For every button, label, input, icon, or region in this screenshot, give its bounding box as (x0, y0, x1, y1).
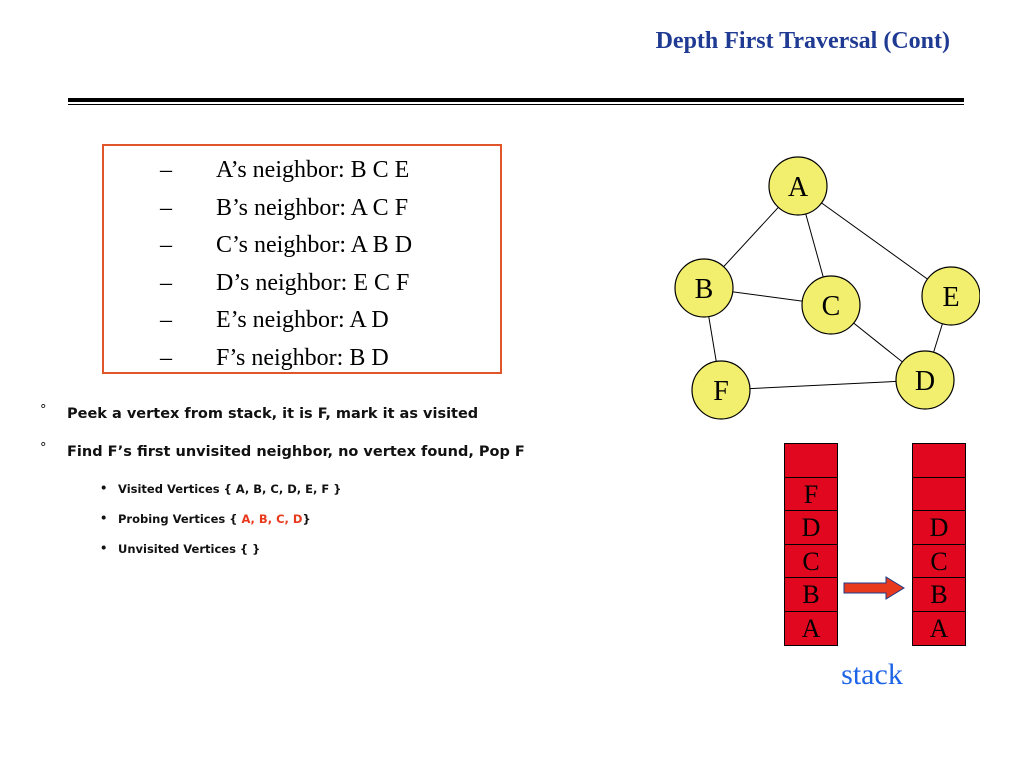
node-label: D (915, 366, 935, 397)
neighbor-text: D’s neighbor: E C F (216, 269, 410, 296)
node-label: A (788, 172, 809, 203)
stack-cell: C (785, 544, 837, 578)
stack-cell: D (913, 511, 965, 545)
step-find-neighbor: ° Find F’s first unvisited neighbor, no … (40, 441, 600, 482)
dash-marker: – (160, 269, 172, 296)
graph-node-e: E (921, 266, 980, 326)
graph-node-a: A (768, 156, 828, 216)
unvisited-vertices: • Unvisited Vertices { } (40, 541, 600, 572)
stack-cell (785, 444, 837, 478)
stack-cell: C (913, 544, 965, 578)
graph-node-d: D (895, 350, 955, 410)
visited-vertices: • Visited Vertices { A, B, C, D, E, F } (40, 481, 600, 512)
bullet-marker: • (100, 541, 108, 555)
neighbor-item-a: – A’s neighbor: B C E (160, 152, 412, 190)
stack-cell: B (913, 578, 965, 612)
stack-cell: A (785, 611, 837, 645)
visited-text: Visited Vertices { A, B, C, D, E, F } (118, 482, 342, 496)
neighbor-item-f: – F’s neighbor: B D (160, 340, 412, 378)
edge-a-e (797, 185, 952, 297)
neighbor-text: A’s neighbor: B C E (216, 157, 410, 183)
stack-after: D C B A (912, 443, 966, 646)
degree-marker: ° (40, 403, 47, 418)
stack-cell (913, 477, 965, 511)
probing-prefix: Probing Vertices { (118, 512, 238, 526)
title-rule-thin (68, 104, 964, 105)
node-label: B (695, 274, 714, 305)
bullet-marker: • (100, 511, 108, 525)
dash-marker: – (160, 344, 172, 371)
step-text: Peek a vertex from stack, it is F, mark … (67, 406, 479, 422)
probing-items: A, B, C, D (237, 512, 303, 526)
stack-cell (913, 444, 965, 478)
neighbor-item-d: – D’s neighbor: E C F (160, 265, 412, 303)
graph-node-f: F (691, 360, 751, 420)
title-rule-thick (68, 98, 964, 102)
stack-label: stack (841, 658, 903, 691)
stack-cell: B (785, 578, 837, 612)
graph-node-c: C (801, 275, 861, 335)
dash-marker: – (160, 194, 172, 221)
node-label: F (713, 376, 729, 407)
step-text: Find F’s first unvisited neighbor, no ve… (67, 444, 525, 460)
neighbor-text: F’s neighbor: B D (216, 344, 389, 371)
step-peek: ° Peek a vertex from stack, it is F, mar… (40, 403, 600, 444)
unvisited-text: Unvisited Vertices { } (118, 542, 261, 556)
node-label: C (822, 291, 841, 322)
neighbor-item-b: – B’s neighbor: A C F (160, 190, 412, 228)
traversal-steps: ° Peek a vertex from stack, it is F, mar… (40, 403, 600, 572)
stack-before: F D C B A (784, 443, 838, 646)
neighbor-text: C’s neighbor: A B D (216, 232, 413, 259)
neighbor-list-box: – A’s neighbor: B C E – B’s neighbor: A C … (102, 144, 502, 374)
neighbor-list: – A’s neighbor: B C E – B’s neighbor: A C … (160, 152, 412, 378)
dash-marker: – (160, 307, 172, 334)
probing-suffix: } (302, 512, 311, 526)
neighbor-item-e: – E’s neighbor: A D (160, 302, 412, 340)
degree-marker: ° (40, 441, 47, 456)
stack-cell: A (913, 611, 965, 645)
neighbor-text: B’s neighbor: A C F (216, 194, 409, 221)
neighbor-item-c: – C’s neighbor: A B D (160, 227, 412, 265)
stack-cell: F (785, 477, 837, 511)
stack-cell: D (785, 511, 837, 545)
node-label: E (942, 282, 959, 313)
graph-node-b: B (674, 258, 734, 318)
graph-diagram: A B C D E F (674, 156, 980, 420)
probing-vertices: • Probing Vertices { A, B, C, D} (40, 511, 600, 542)
neighbor-text: E’s neighbor: A D (216, 307, 389, 334)
right-arrow-icon (843, 576, 905, 600)
bullet-marker: • (100, 481, 108, 495)
slide-title: Depth First Traversal (Cont) (655, 28, 950, 54)
dash-marker: – (160, 157, 172, 183)
edge-f-d (720, 379, 926, 391)
dash-marker: – (160, 232, 172, 259)
